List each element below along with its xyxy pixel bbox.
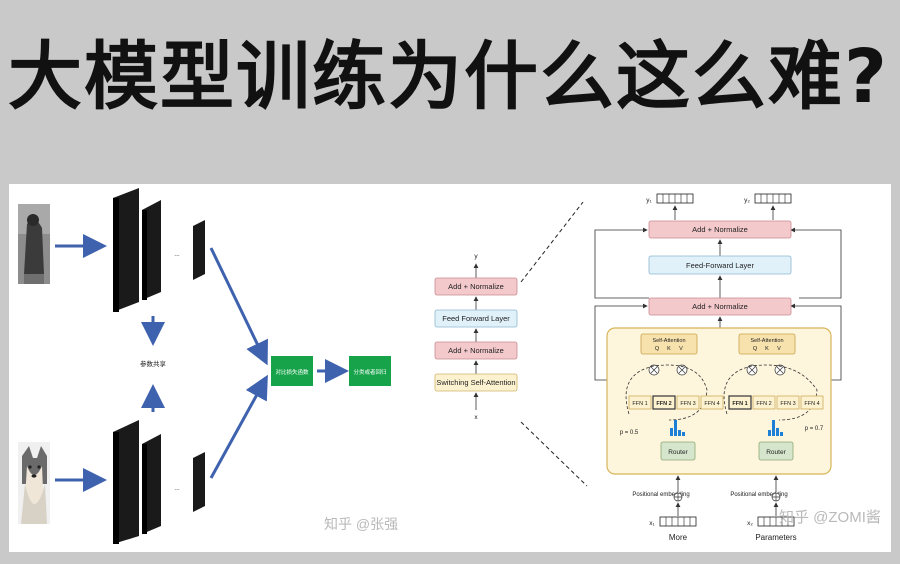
contrastive-loss-box	[271, 356, 313, 386]
cat-image	[18, 204, 50, 284]
shared-params-label: 参数共享	[140, 359, 167, 368]
ffn3-right: FFN 3	[780, 401, 795, 407]
v-left: V	[679, 346, 683, 352]
ffn4-left: FFN 4	[704, 401, 719, 407]
self-attention-right	[738, 333, 796, 355]
ffn2-left: FFN 2	[656, 401, 671, 407]
middle-block: y Add + Normalize Feed Forward Layer Add…	[434, 253, 518, 421]
right-add-norm-mid	[648, 297, 792, 316]
bottom-ellipsis: ...	[174, 485, 180, 492]
right-add-norm-mid-label: Add + Normalize	[692, 302, 748, 311]
contrastive-loss-label: 对比损失函数	[275, 368, 309, 376]
right-add-norm-top-label: Add + Normalize	[692, 225, 748, 234]
diagram-panel: ... ... 参数共享 对比损失函数 分类或者回归 知乎 @张强 y	[9, 184, 891, 552]
p-left: p = 0.5	[620, 430, 639, 436]
classification-box	[349, 356, 391, 386]
top-ellipsis: ...	[174, 251, 180, 258]
right-add-norm-top	[648, 220, 792, 239]
middle-layer-4: Switching Self-Attention	[436, 378, 515, 387]
k-right: K	[765, 346, 769, 352]
router-right	[758, 441, 794, 461]
dog-image	[18, 442, 50, 524]
diagram-canvas: ... ... 参数共享 对比损失函数 分类或者回归 知乎 @张强 y	[18, 188, 881, 544]
y2-label: y₂	[744, 197, 750, 204]
x2-vector	[757, 516, 795, 527]
watermark-left: 知乎 @张强	[324, 516, 398, 532]
token-more: More	[669, 533, 688, 542]
middle-layer-3: Add + Normalize	[448, 346, 504, 355]
k-left: K	[667, 346, 671, 352]
classification-label: 分类或者回归	[353, 368, 386, 376]
ffn-row-left: FFN 1 FFN 2 FFN 3 FFN 4	[628, 395, 724, 410]
pos-emb-right: Positional embedding	[730, 492, 787, 498]
q-left: Q	[655, 346, 660, 352]
ffn2-right: FFN 2	[756, 401, 771, 407]
ffn3-left: FFN 3	[680, 401, 695, 407]
middle-layer-1: Add + Normalize	[448, 282, 504, 291]
middle-input-label: x	[474, 414, 478, 421]
x1-vector	[659, 516, 697, 527]
middle-output-label: y	[474, 253, 478, 260]
middle-add-norm-bottom	[434, 341, 518, 360]
router-probs-right	[768, 420, 783, 436]
ffn1-left: FFN 1	[632, 401, 647, 407]
right-ffn-layer	[648, 255, 792, 275]
ffn1-right: FFN 1	[732, 401, 747, 407]
self-attention-left-label: Self-Attention	[652, 338, 685, 344]
y1-vector	[656, 193, 694, 204]
router-probs-left	[670, 420, 685, 436]
middle-switching-attention	[434, 373, 518, 392]
y1-label: y₁	[646, 197, 652, 204]
watermark-right: 知乎 @ZOMI酱	[779, 509, 881, 526]
right-block: y₁ y₂ Add + Normalize	[594, 193, 881, 542]
self-attention-left	[640, 333, 698, 355]
ffn-row-right: FFN 1 FFN 2 FFN 3 FFN 4	[728, 395, 824, 410]
pos-emb-left: Positional embedding	[632, 492, 689, 498]
middle-layer-2: Feed Forward Layer	[442, 314, 510, 323]
x1-label: x₁	[649, 520, 655, 527]
v-right: V	[777, 346, 781, 352]
right-ffn-layer-label: Feed-Forward Layer	[686, 261, 754, 270]
router-left	[660, 441, 696, 461]
y2-vector	[754, 193, 792, 204]
self-attention-right-label: Self-Attention	[750, 338, 783, 344]
top-network: ...	[113, 188, 205, 312]
middle-ffn-layer	[434, 309, 518, 328]
x2-label: x₂	[747, 520, 753, 527]
middle-add-norm-top	[434, 277, 518, 296]
router-right-label: Router	[766, 449, 786, 456]
bottom-network: ...	[113, 420, 205, 544]
ffn4-right: FFN 4	[804, 401, 819, 407]
router-left-label: Router	[668, 449, 688, 456]
p-right: p = 0.7	[805, 426, 824, 432]
token-parameters: Parameters	[755, 533, 796, 542]
q-right: Q	[753, 346, 758, 352]
page-title: 大模型训练为什么这么难?	[8, 34, 889, 120]
siamese-diagram: ... ... 参数共享 对比损失函数 分类或者回归 知乎 @张强	[18, 188, 398, 544]
